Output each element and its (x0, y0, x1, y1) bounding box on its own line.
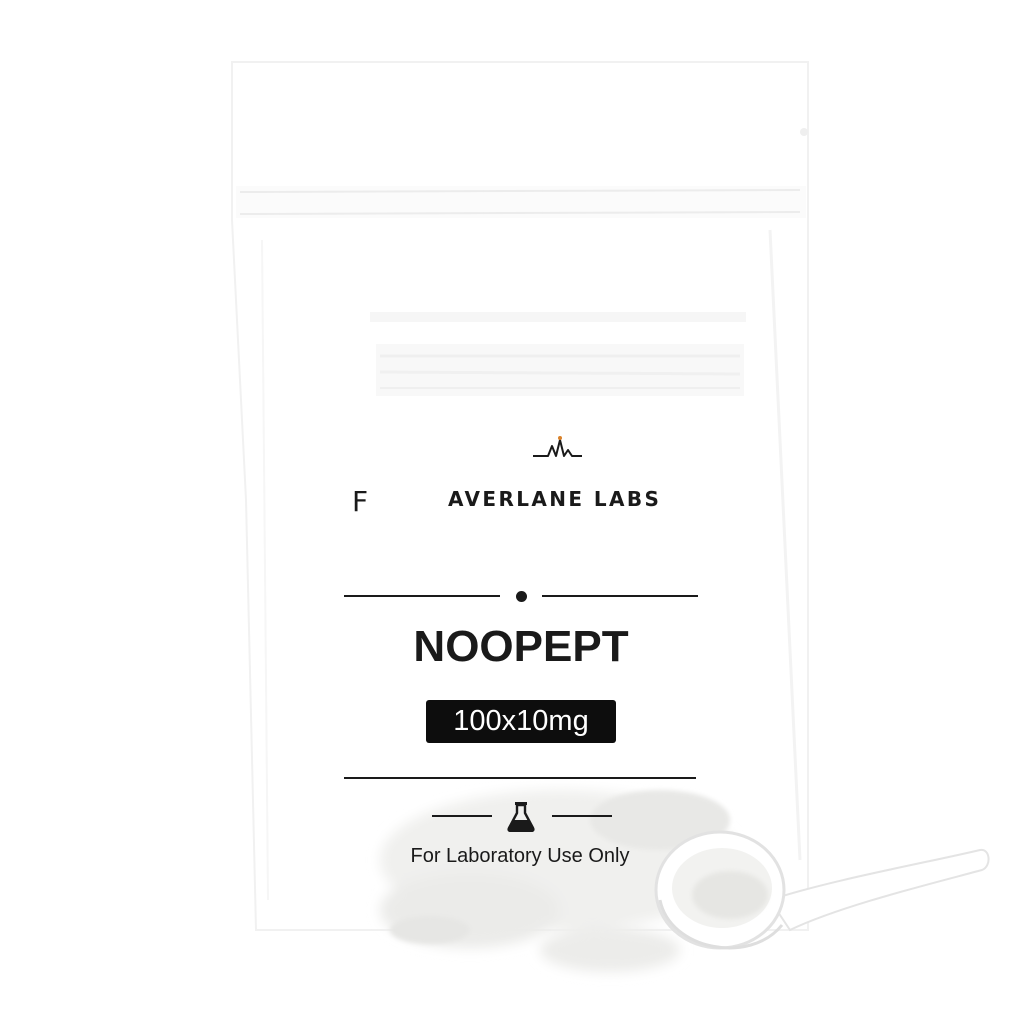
divider-dot (516, 591, 527, 602)
lab-use-notice: For Laboratory Use Only (410, 845, 630, 867)
brand-name: AVERLANE LABS (448, 487, 662, 511)
flask-icon (507, 802, 535, 832)
divider-bottom (344, 777, 696, 779)
scoop (654, 830, 990, 950)
partial-letter: F (352, 485, 369, 518)
pouch (231, 61, 809, 931)
dose-badge: 100x10mg (426, 700, 616, 743)
flask-divider-right (552, 815, 612, 817)
product-name: NOOPEPT (413, 622, 629, 671)
divider-left (344, 595, 500, 597)
divider-right (542, 595, 698, 597)
flask-divider-left (432, 815, 492, 817)
peak-waveform-icon (533, 436, 582, 457)
